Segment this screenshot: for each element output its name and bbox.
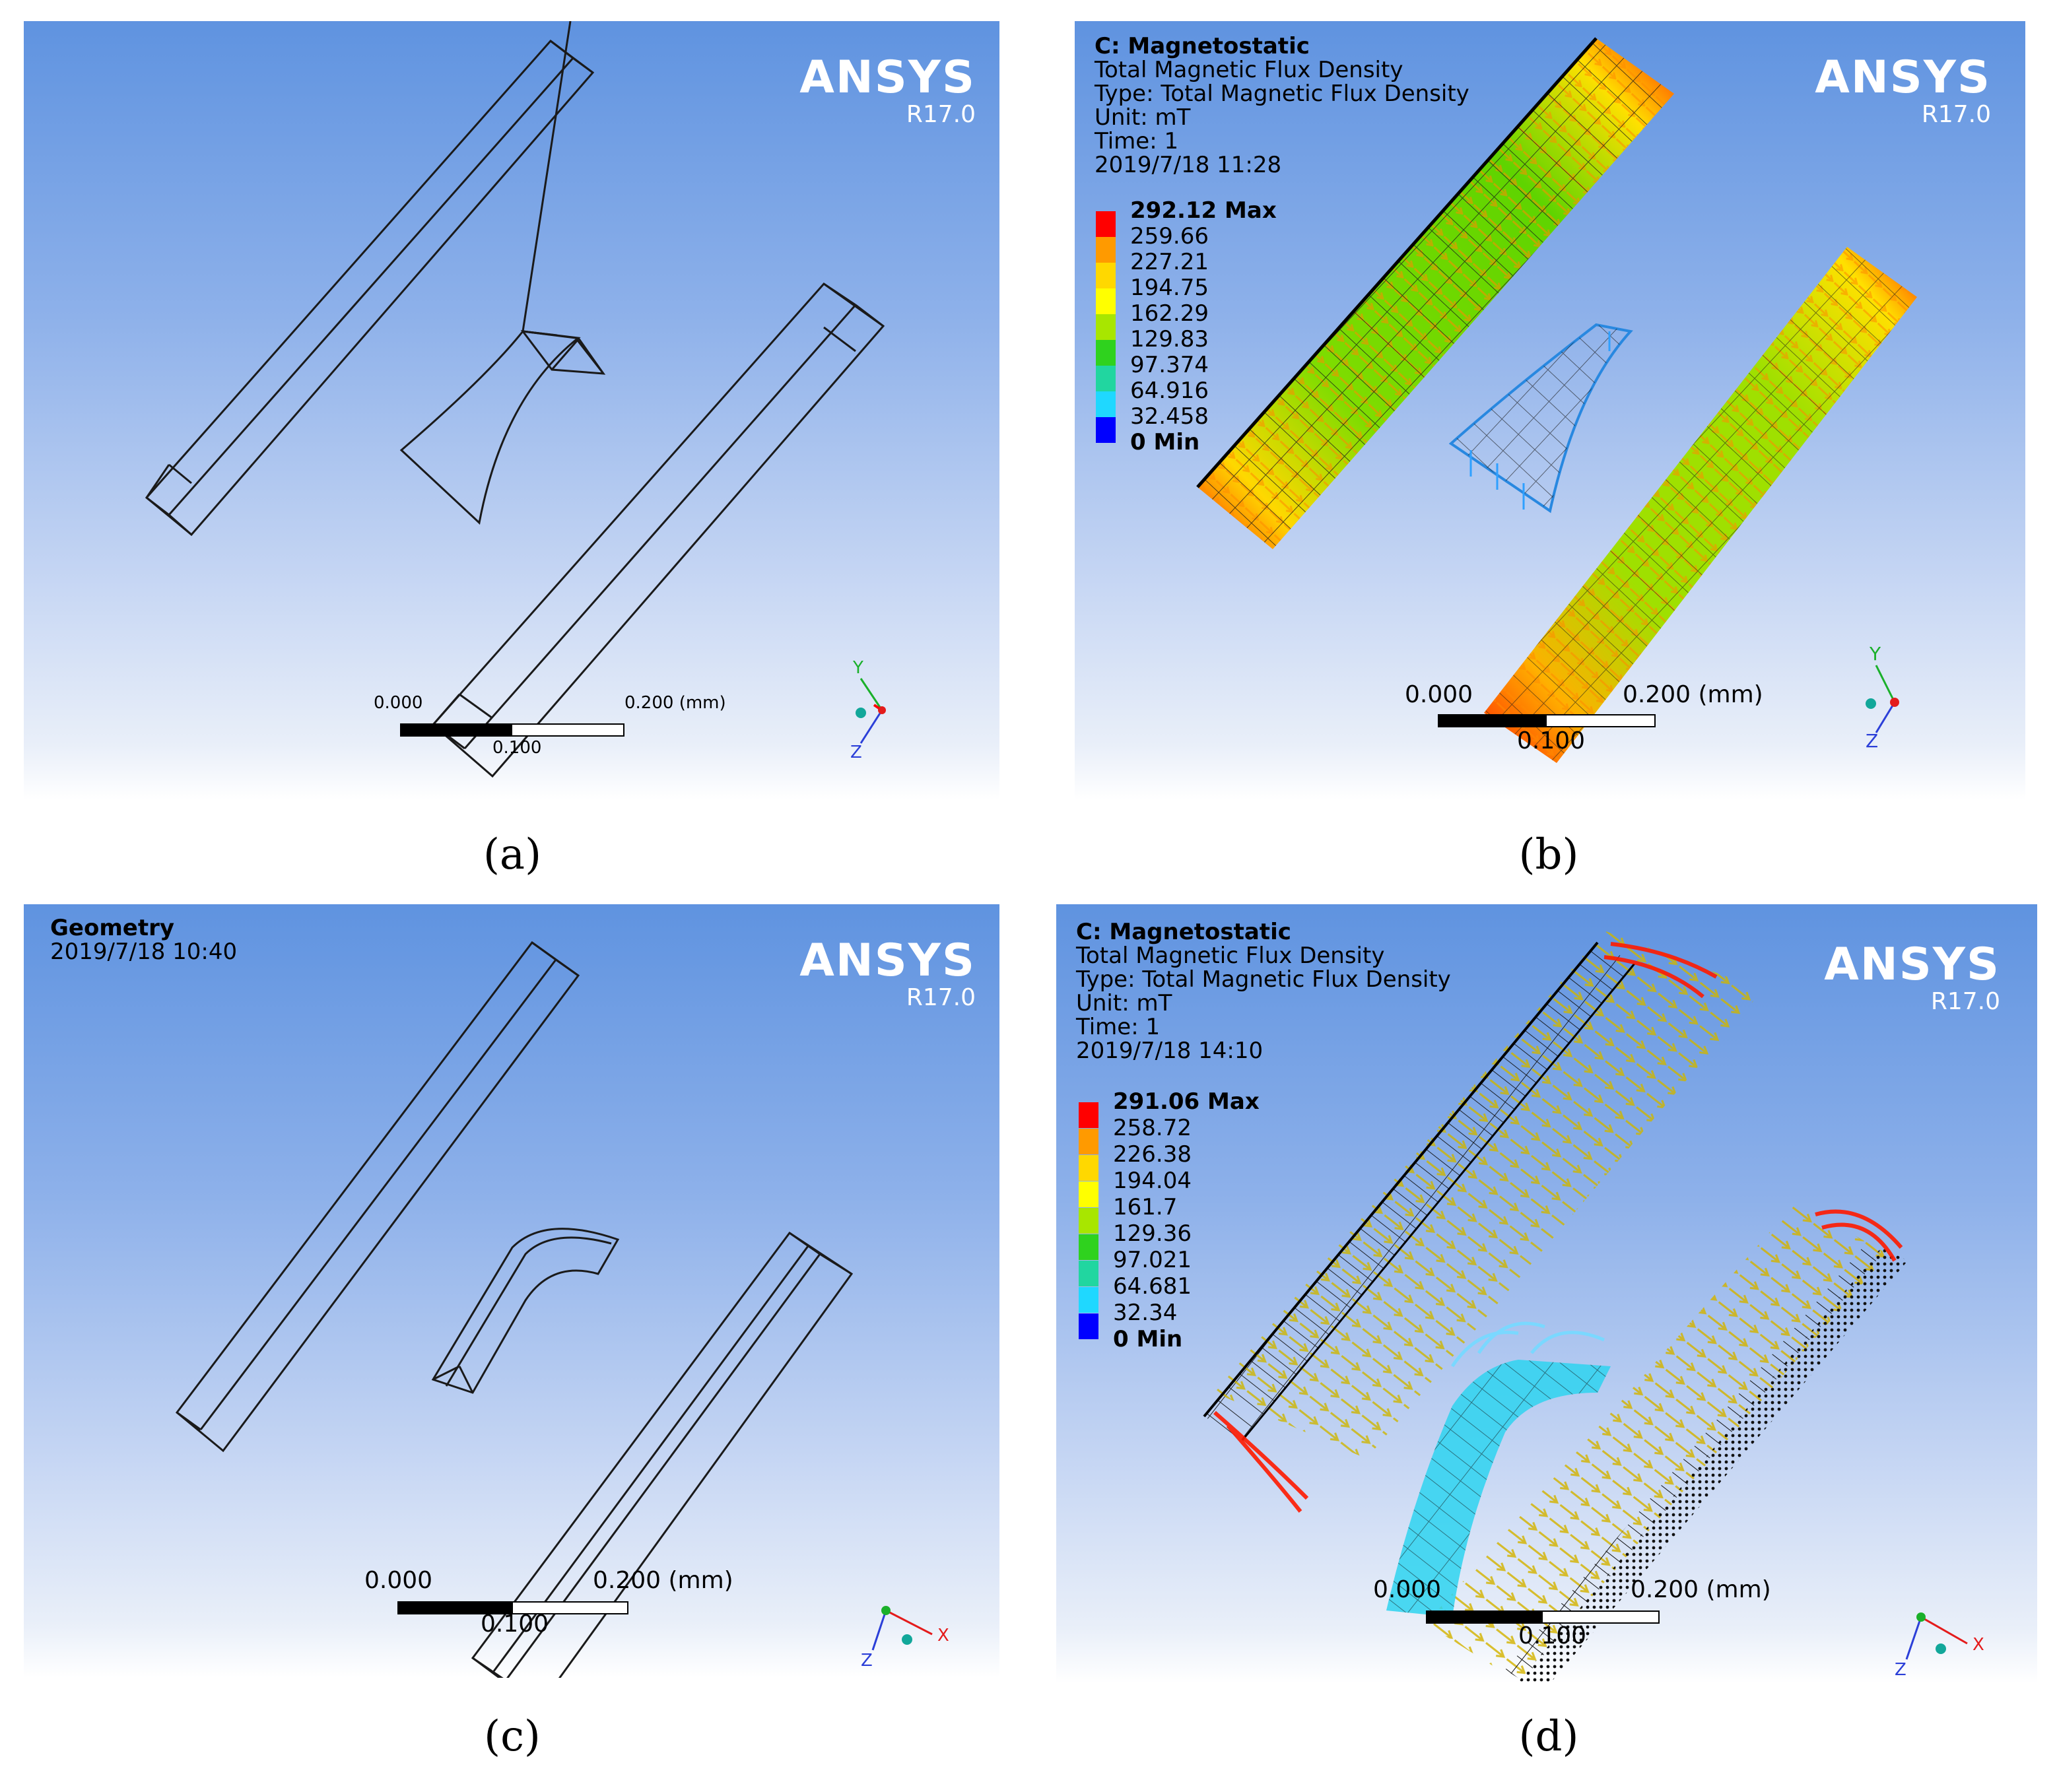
ansys-logo: ANSYS R17.0	[1815, 51, 1991, 128]
result-name: Total Magnetic Flux Density	[1076, 943, 1385, 969]
legend-value: 32.458	[1130, 403, 1209, 430]
legend-value: 162.29	[1130, 300, 1209, 327]
scale-label-left: 0.000	[374, 693, 423, 713]
analysis-title: Geometry	[50, 915, 174, 941]
axis-triad: X Z	[1895, 1612, 1984, 1680]
scale-label-left: 0.000	[1405, 681, 1473, 708]
result-name: Total Magnetic Flux Density	[1095, 57, 1403, 83]
analysis-title: C: Magnetostatic	[1076, 919, 1291, 945]
result-date: 2019/7/18 11:28	[1095, 152, 1282, 178]
scale-label-right: 0.200 (mm)	[1631, 1576, 1771, 1603]
legend-value: 259.66	[1130, 223, 1209, 249]
legend-max: 292.12 Max	[1130, 197, 1277, 224]
scale-label-left: 0.000	[364, 1567, 433, 1594]
scale-label-mid: 0.100	[492, 738, 542, 758]
scale-label-mid: 0.100	[481, 1610, 549, 1638]
legend-value: 194.75	[1130, 275, 1209, 301]
svg-text:Y: Y	[852, 658, 863, 678]
scale-label-mid: 0.100	[1517, 727, 1586, 754]
legend-min: 0 Min	[1130, 429, 1200, 455]
legend-value: 64.916	[1130, 378, 1209, 404]
caption-d: (d)	[1518, 1712, 1579, 1761]
viewport-panel-b[interactable]: C: Magnetostatic Total Magnetic Flux Den…	[1075, 21, 2025, 800]
flux-density-plot-d	[1203, 931, 1908, 1683]
viewport-panel-c[interactable]: Geometry 2019/7/18 10:40 ANSYS R17.0 0.0…	[24, 904, 999, 1678]
result-info-block: C: Magnetostatic Total Magnetic Flux Den…	[1095, 34, 1469, 177]
flux-density-plot-b	[1196, 37, 1917, 763]
scale-label-right: 0.200 (mm)	[1623, 681, 1763, 708]
caption-a: (a)	[483, 830, 542, 879]
legend-value: 161.7	[1113, 1194, 1178, 1220]
legend-value: 226.38	[1113, 1141, 1192, 1168]
legend-value: 64.681	[1113, 1273, 1192, 1300]
svg-text:X: X	[937, 1626, 949, 1645]
ansys-logo: ANSYS R17.0	[1824, 939, 2000, 1015]
svg-text:Z: Z	[861, 1651, 873, 1671]
geometry-wireframe-a	[145, 21, 885, 778]
svg-text:Z: Z	[1866, 730, 1878, 751]
legend-value: 97.021	[1113, 1247, 1192, 1273]
result-unit: Unit: mT	[1076, 990, 1172, 1016]
ansys-logo: ANSYS R17.0	[799, 51, 976, 128]
axis-triad: Y Z	[1866, 643, 1899, 751]
svg-text:Y: Y	[1869, 643, 1881, 665]
result-date: 2019/7/18 10:40	[50, 939, 238, 965]
result-unit: Unit: mT	[1095, 104, 1191, 131]
caption-c: (c)	[484, 1712, 541, 1761]
axis-triad: X Z	[861, 1606, 949, 1671]
viewport-panel-d[interactable]: C: Magnetostatic Total Magnetic Flux Den…	[1056, 904, 2037, 1683]
result-info-block: Geometry 2019/7/18 10:40	[50, 916, 237, 964]
axis-triad: Y Z	[850, 658, 886, 762]
analysis-title: C: Magnetostatic	[1095, 33, 1310, 59]
result-date: 2019/7/18 14:10	[1076, 1038, 1264, 1064]
scale-label-right: 0.200 (mm)	[593, 1567, 733, 1594]
svg-text:X: X	[1973, 1635, 1984, 1655]
result-info-block: C: Magnetostatic Total Magnetic Flux Den…	[1076, 920, 1451, 1063]
scale-label-mid: 0.100	[1518, 1622, 1587, 1649]
result-type: Type: Total Magnetic Flux Density	[1076, 966, 1451, 993]
legend-value: 258.72	[1113, 1115, 1192, 1141]
legend-min: 0 Min	[1113, 1326, 1183, 1352]
legend-max: 291.06 Max	[1113, 1088, 1260, 1115]
caption-b: (b)	[1518, 830, 1579, 879]
result-type: Type: Total Magnetic Flux Density	[1095, 81, 1469, 107]
result-time: Time: 1	[1095, 128, 1179, 154]
viewport-panel-a[interactable]: ANSYS R17.0 0.000 0.200 (mm) 0.100 Y Z	[24, 21, 999, 800]
legend-value: 32.34	[1113, 1300, 1178, 1326]
svg-text:Z: Z	[1895, 1660, 1906, 1680]
geometry-wireframe-c	[175, 941, 854, 1678]
legend-value: 129.36	[1113, 1220, 1192, 1247]
legend-value: 194.04	[1113, 1168, 1192, 1194]
legend-value: 227.21	[1130, 249, 1209, 275]
legend-value: 97.374	[1130, 352, 1209, 378]
legend-value: 129.83	[1130, 326, 1209, 352]
scale-label-right: 0.200 (mm)	[624, 693, 726, 713]
svg-text:Z: Z	[850, 743, 862, 762]
ansys-logo: ANSYS R17.0	[799, 935, 976, 1011]
scale-label-left: 0.000	[1373, 1576, 1442, 1603]
result-time: Time: 1	[1076, 1014, 1161, 1040]
